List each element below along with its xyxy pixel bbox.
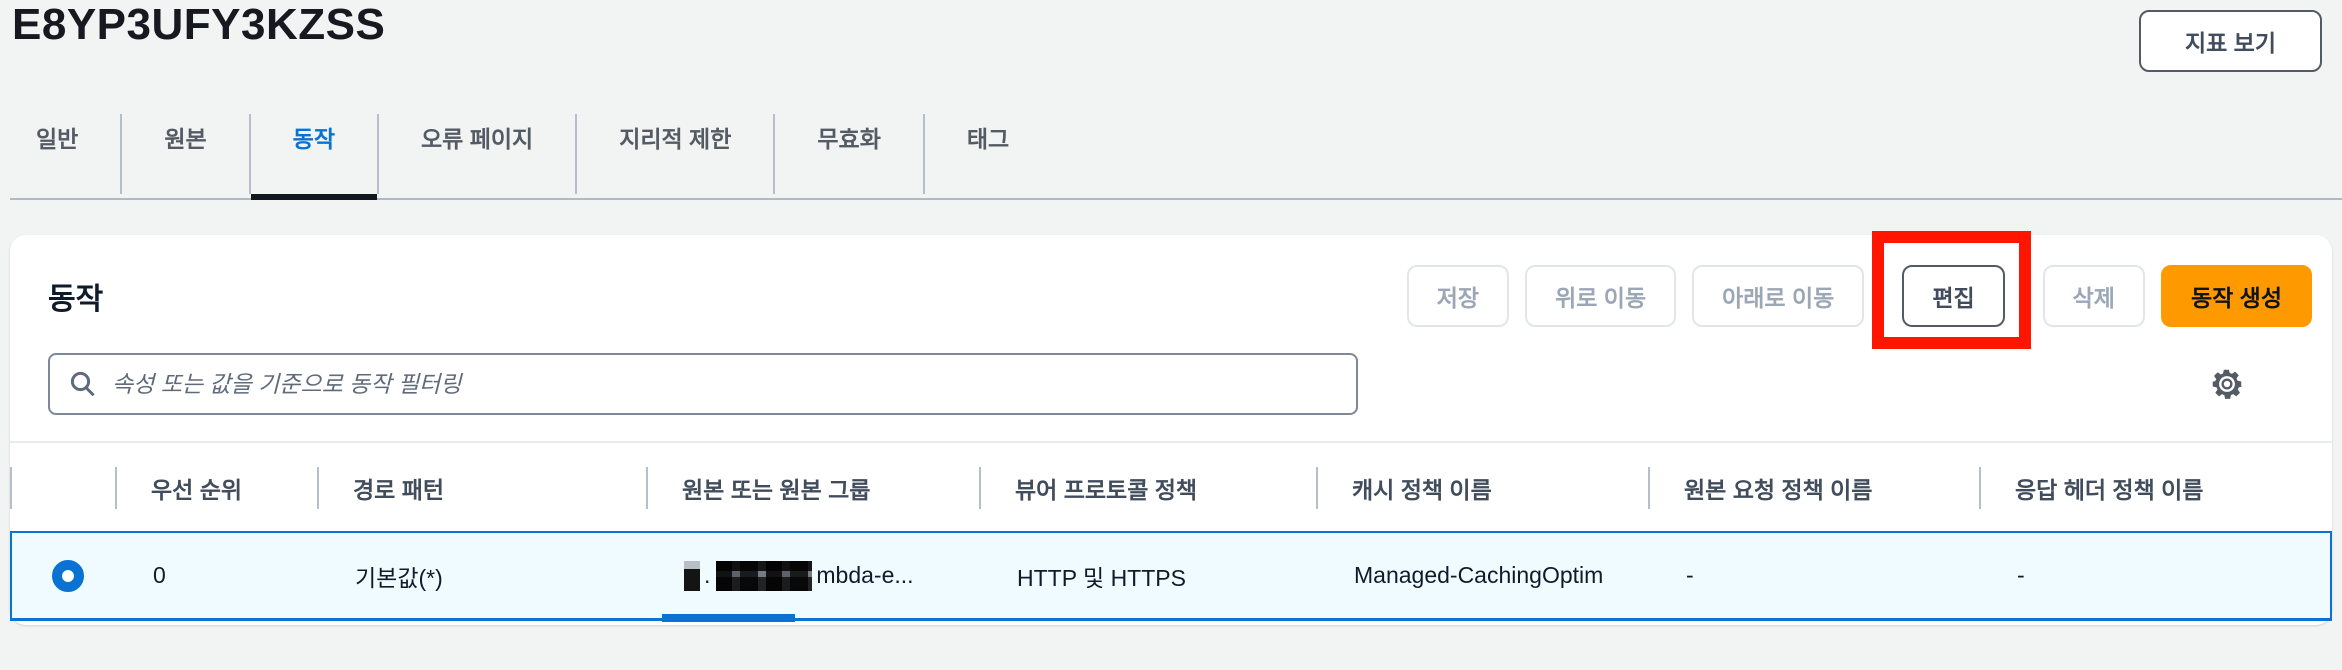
move-down-button[interactable]: 아래로 이동 — [1692, 265, 1865, 327]
column-header-origin: 원본 또는 원본 그룹 — [646, 443, 979, 533]
panel-header: 동작 저장 위로 이동 아래로 이동 편집 삭제 동작 생성 — [48, 231, 2312, 349]
column-header-path-pattern: 경로 패턴 — [317, 443, 646, 533]
tab-geographic-restrictions[interactable]: 지리적 제한 — [619, 126, 732, 152]
tab-tags[interactable]: 태그 — [966, 126, 1010, 152]
tab-divider — [773, 114, 776, 194]
behaviors-panel: 동작 저장 위로 이동 아래로 이동 편집 삭제 동작 생성 — [10, 231, 2332, 625]
tab-divider — [248, 114, 251, 194]
delete-button[interactable]: 삭제 — [2042, 265, 2145, 327]
create-behavior-button[interactable]: 동작 생성 — [2160, 265, 2312, 327]
edit-button-wrapper: 편집 — [1872, 231, 2031, 349]
column-header-origin-request-policy: 원본 요청 정책 이름 — [1648, 443, 1979, 533]
tab-behaviors[interactable]: 동작 — [250, 120, 378, 200]
behaviors-heading: 동작 — [48, 283, 104, 316]
filter-row — [48, 353, 2294, 415]
origin-visible-text: mbda-e... — [816, 562, 914, 588]
tab-divider — [575, 114, 578, 194]
tab-error-pages[interactable]: 오류 페이지 — [420, 126, 534, 152]
column-header-select — [10, 443, 115, 533]
column-header-response-headers-policy: 응답 헤더 정책 이름 — [1979, 443, 2332, 533]
tab-invalidations[interactable]: 무효화 — [817, 126, 881, 152]
cell-path-pattern: 기본값(*) — [355, 564, 443, 591]
tab-bar: 일반 원본 동작 오류 페이지 지리적 제한 무효화 태그 — [10, 92, 2342, 200]
tab-general[interactable]: 일반 — [36, 126, 79, 152]
radio-selected-icon[interactable] — [52, 559, 84, 592]
behavior-filter-box — [48, 353, 1358, 415]
origin-separator: . — [704, 562, 711, 588]
redaction-block-icon — [684, 560, 700, 591]
column-header-cache-policy: 캐시 정책 이름 — [1316, 443, 1648, 533]
column-header-priority: 우선 순위 — [115, 443, 317, 533]
cell-viewer-protocol: HTTP 및 HTTPS — [1017, 564, 1186, 591]
cell-priority: 0 — [153, 562, 166, 588]
move-up-button[interactable]: 위로 이동 — [1525, 265, 1677, 327]
redaction-block-icon — [716, 560, 813, 591]
save-button[interactable]: 저장 — [1406, 265, 1510, 327]
cell-cache-policy: Managed-CachingOptim — [1354, 562, 1604, 588]
table-header-row: 우선 순위 경로 패턴 원본 또는 원본 그룹 뷰어 프로토콜 정책 캐시 정책… — [10, 441, 2332, 531]
tab-origins[interactable]: 원본 — [164, 126, 207, 152]
table-row[interactable]: 0 기본값(*) . mbda-e... HTTP 및 HTTPS Managed… — [10, 531, 2332, 621]
cell-origin: . mbda-e... — [648, 560, 981, 591]
row-select-cell — [12, 559, 117, 592]
gear-icon[interactable] — [2208, 365, 2246, 403]
column-header-viewer-protocol: 뷰어 프로토콜 정책 — [979, 443, 1316, 533]
cell-origin-request-policy: - — [1686, 562, 1694, 588]
view-metrics-button[interactable]: 지표 보기 — [2138, 10, 2322, 72]
tab-divider — [376, 114, 379, 194]
behavior-filter-input[interactable] — [112, 370, 1338, 398]
tab-divider — [120, 114, 123, 194]
edit-button[interactable]: 편집 — [1902, 265, 2005, 327]
page-title: E8YP3UFY3KZSS — [12, 0, 386, 49]
toolbar: 저장 위로 이동 아래로 이동 편집 삭제 동작 생성 — [1406, 231, 2312, 349]
horizontal-scrollbar-thumb[interactable] — [662, 614, 795, 622]
search-icon — [68, 369, 98, 399]
cell-response-headers-policy: - — [2017, 562, 2025, 588]
tab-divider — [922, 114, 925, 194]
